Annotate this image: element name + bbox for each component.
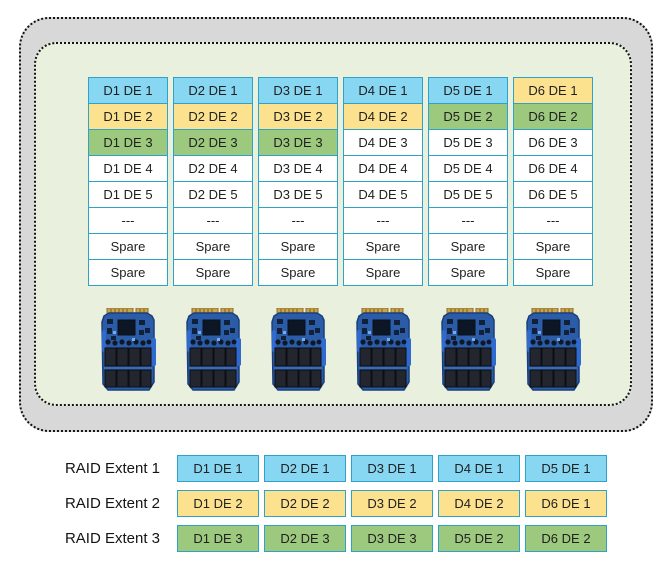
drive-extent-cell: D1 DE 2 [88,103,168,130]
drive-extent-cell: Spare [88,233,168,260]
ssd-drive-icon [441,308,496,391]
drive-extent-cell: Spare [343,259,423,286]
raid-extent-cell: D2 DE 2 [264,490,346,517]
drive-slot-5 [428,306,508,394]
drive-extent-cell: D1 DE 1 [88,77,168,104]
drive-extent-cell: D2 DE 3 [173,129,253,156]
drive-extent-cell: Spare [428,233,508,260]
drive-extent-cell: D2 DE 4 [173,155,253,182]
drive-extent-cell: D6 DE 4 [513,155,593,182]
raid-extent-cell: D5 DE 1 [525,455,607,482]
drive-extent-cell: Spare [258,233,338,260]
drive-extent-cell: D6 DE 3 [513,129,593,156]
drive-slot-4 [343,306,423,394]
drive-extent-cell: Spare [173,259,253,286]
drive-slot-1 [88,306,168,394]
drive-extent-cell: Spare [173,233,253,260]
ssd-drive-icon [101,308,156,391]
raid-extent-cell: D4 DE 2 [438,490,520,517]
drive-extent-cell: Spare [258,259,338,286]
drive-extent-cell: D5 DE 2 [428,103,508,130]
drive-slot-6 [513,306,593,394]
drive-extent-cell: Spare [343,233,423,260]
drive-extent-cell: D4 DE 1 [343,77,423,104]
raid-extent-cell: D6 DE 1 [525,490,607,517]
drive-extent-cell: D4 DE 3 [343,129,423,156]
drive-extent-cell: Spare [513,233,593,260]
ssd-drive-icon [186,308,241,391]
drive-extent-cell: D3 DE 3 [258,129,338,156]
drive-extent-cell: --- [173,207,253,234]
drive-extent-cell: D6 DE 5 [513,181,593,208]
drive-extent-cell: --- [428,207,508,234]
drive-extent-cell: D2 DE 2 [173,103,253,130]
drive-extent-cell: D4 DE 2 [343,103,423,130]
drive-extent-cell: D4 DE 4 [343,155,423,182]
drive-extent-cell: --- [88,207,168,234]
drive-extent-cell: Spare [428,259,508,286]
raid-extent-label: RAID Extent 3 [64,530,160,547]
drive-extent-cell: D2 DE 5 [173,181,253,208]
drive-extent-cell: Spare [88,259,168,286]
raid-extent-cell: D1 DE 3 [177,525,259,552]
ssd-drive-icon [271,308,326,391]
raid-extent-cell: D1 DE 2 [177,490,259,517]
drive-extent-cell: --- [513,207,593,234]
raid-extent-cell: D2 DE 1 [264,455,346,482]
ssd-drive-icon [526,308,581,391]
drive-extent-cell: D4 DE 5 [343,181,423,208]
raid-extent-label: RAID Extent 1 [64,460,160,477]
raid-extent-label: RAID Extent 2 [64,495,160,512]
raid-extent-cell: D2 DE 3 [264,525,346,552]
drive-extent-cell: D2 DE 1 [173,77,253,104]
drive-extent-cell: D1 DE 4 [88,155,168,182]
raid-extent-cell: D5 DE 2 [438,525,520,552]
drive-extent-cell: D1 DE 5 [88,181,168,208]
drives-row [88,306,593,394]
drive-extent-cell: D5 DE 1 [428,77,508,104]
drive-extent-cell: Spare [513,259,593,286]
drive-extent-cell: --- [258,207,338,234]
drive-extent-cell: D3 DE 1 [258,77,338,104]
raid-extent-cell: D3 DE 3 [351,525,433,552]
raid-extent-cell: D3 DE 2 [351,490,433,517]
drive-extent-cell: D1 DE 3 [88,129,168,156]
drive-extent-cell: --- [343,207,423,234]
raid-extent-cell: D4 DE 1 [438,455,520,482]
drive-extent-cell: D5 DE 4 [428,155,508,182]
raid-extent-cell: D1 DE 1 [177,455,259,482]
drive-extent-cell: D5 DE 5 [428,181,508,208]
drive-extent-cell: D3 DE 2 [258,103,338,130]
raid-extent-cell: D3 DE 1 [351,455,433,482]
drive-slot-2 [173,306,253,394]
drive-extent-cell: D5 DE 3 [428,129,508,156]
drive-extent-cell: D6 DE 1 [513,77,593,104]
raid-extent-cell: D6 DE 2 [525,525,607,552]
drive-extent-cell: D3 DE 4 [258,155,338,182]
drive-extent-cell: D6 DE 2 [513,103,593,130]
drive-extent-cell: D3 DE 5 [258,181,338,208]
ssd-drive-icon [356,308,411,391]
drive-slot-3 [258,306,338,394]
